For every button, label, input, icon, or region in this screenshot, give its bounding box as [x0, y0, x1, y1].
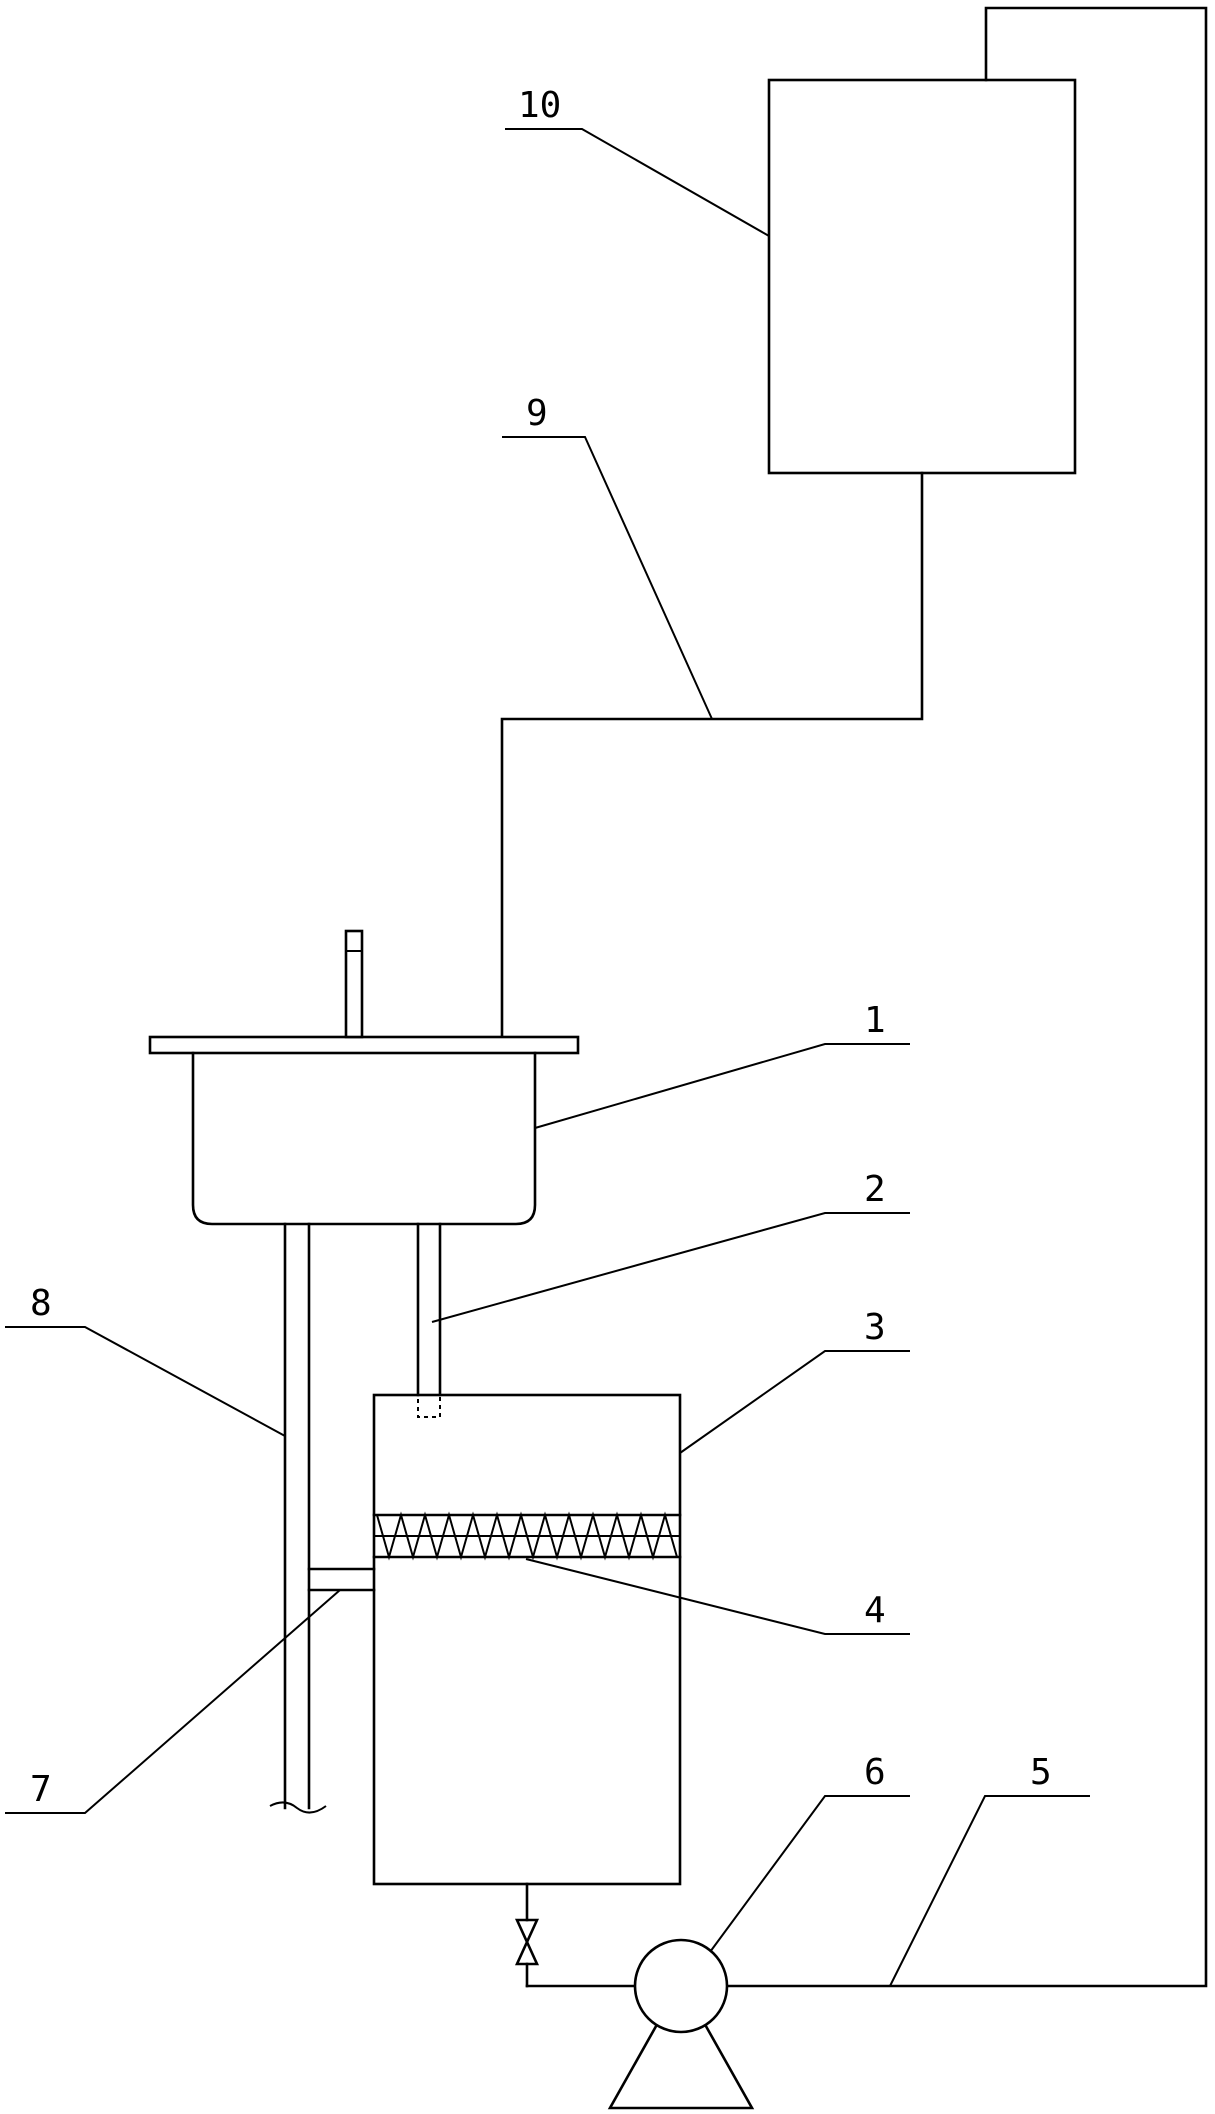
label-10: 10: [518, 85, 561, 126]
label-2: 2: [864, 1169, 886, 1210]
label-8: 8: [30, 1283, 52, 1324]
drain-pipe-break: [269, 1801, 327, 1814]
label-6: 6: [864, 1752, 886, 1793]
label-3: 3: [864, 1307, 886, 1348]
drop-pipe-outlet: [417, 1394, 441, 1418]
label-7: 7: [30, 1769, 52, 1810]
leader-lines: [5, 128, 1090, 1987]
sink-basin: [191, 1051, 537, 1226]
label-4: 4: [864, 1590, 886, 1631]
label-9: 9: [526, 393, 548, 434]
return-pipe: [725, 6, 1208, 1988]
supply-pipe: [500, 471, 924, 1039]
filter-layer: [372, 1511, 682, 1561]
label-1: 1: [864, 1000, 886, 1041]
sink-rim: [148, 1035, 580, 1055]
valve-icon: [514, 1918, 540, 1966]
filter-container: [372, 1393, 682, 1886]
faucet: [344, 929, 364, 1039]
label-5: 5: [1030, 1752, 1052, 1793]
pump-icon: [633, 1938, 729, 2034]
upper-tank: [767, 78, 1077, 475]
